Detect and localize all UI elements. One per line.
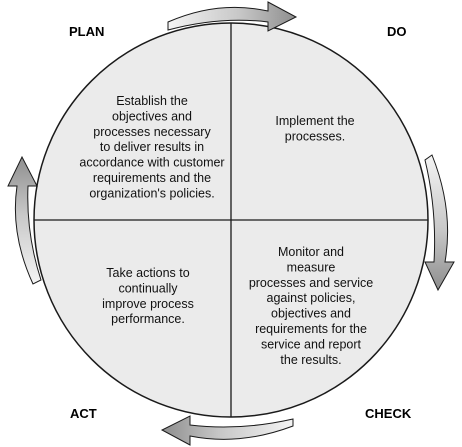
plan-text-line: accordance with customer — [79, 156, 224, 170]
plan-text-line: processes necessary — [93, 125, 211, 139]
check-text-line: against policies, — [267, 291, 356, 305]
plan-text-line: to deliver results in — [100, 140, 204, 154]
stage-label-do: DO — [387, 24, 407, 39]
check-text-line: objectives and — [271, 307, 351, 321]
check-text-line: the results. — [280, 353, 341, 367]
plan-text-line: organization's policies. — [89, 186, 214, 200]
act-text-line: Take actions to — [106, 266, 189, 280]
plan-text-line: objectives and — [112, 109, 192, 123]
check-text-line: service and report — [261, 337, 362, 351]
stage-label-check: CHECK — [365, 406, 412, 421]
check-text-line: requirements for the — [255, 322, 367, 336]
plan-text-line: Establish the — [116, 94, 188, 108]
stage-label-plan: PLAN — [69, 24, 104, 39]
plan-text-line: requirements and the — [93, 171, 211, 185]
act-text-line: improve process — [102, 297, 194, 311]
act-text-line: continually — [118, 281, 178, 295]
arrow-check-to-act-icon — [160, 415, 294, 446]
arrow-plan-to-do-icon — [167, 1, 298, 32]
check-text-line: processes and service — [249, 276, 373, 290]
arrow-act-to-plan-icon — [7, 155, 42, 285]
stage-label-act: ACT — [70, 406, 97, 421]
do-text-line: Implement the — [275, 114, 354, 128]
check-text-line: measure — [287, 260, 336, 274]
do-text-line: processes. — [285, 129, 345, 143]
check-text-line: Monitor and — [278, 245, 344, 259]
arrow-do-to-check-icon — [424, 154, 455, 292]
act-text-line: performance. — [111, 312, 185, 326]
